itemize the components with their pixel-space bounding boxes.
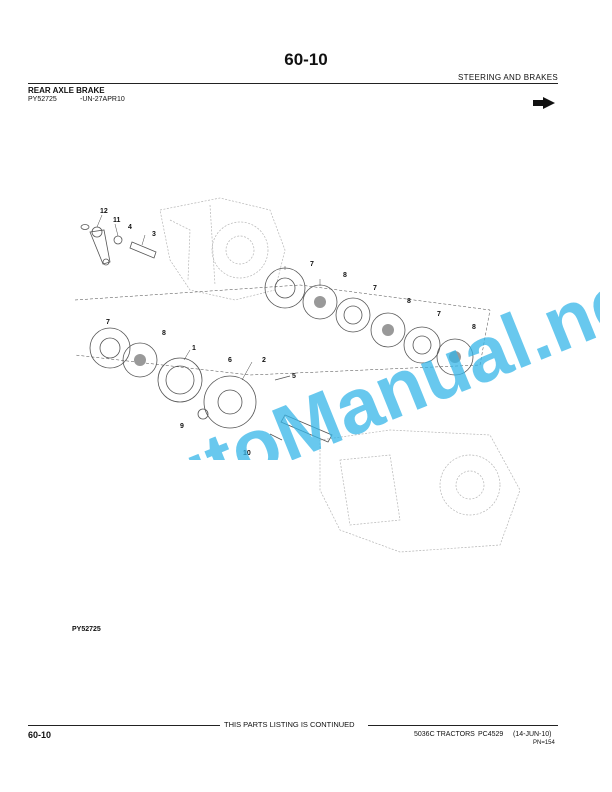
axle-shaft	[280, 414, 333, 443]
ring-9	[197, 408, 209, 420]
figure-heading: REAR AXLE BRAKE	[28, 86, 105, 95]
continued-rule-right	[368, 725, 558, 726]
separator-plate-7d	[89, 327, 131, 369]
callout-2: 2	[262, 357, 266, 364]
callout-8d: 8	[162, 330, 166, 337]
header-rule	[28, 83, 558, 84]
callout-12: 12	[100, 208, 108, 215]
footer-date: (14-JUN-10)	[513, 731, 552, 738]
washer-12	[80, 224, 90, 230]
right-pointing-hand-arrow-icon	[533, 97, 555, 109]
friction-disc-8b	[370, 312, 406, 348]
callout-7a: 7	[310, 261, 314, 268]
brake-actuator-1	[157, 357, 203, 403]
continued-notice: THIS PARTS LISTING IS CONTINUED	[224, 720, 355, 729]
callout-5: 5	[292, 373, 296, 380]
callout-8b: 8	[407, 298, 411, 305]
callout-8c: 8	[472, 324, 476, 331]
callout-7b: 7	[373, 285, 377, 292]
callout-6: 6	[228, 357, 232, 364]
pin-5	[274, 375, 291, 381]
callout-10: 10	[243, 450, 251, 457]
separator-plate-7b	[335, 297, 371, 333]
lower-housing	[319, 429, 521, 553]
friction-disc-8c	[436, 338, 474, 376]
callout-8a: 8	[343, 272, 347, 279]
page-number: 60-10	[284, 50, 328, 69]
figure-ref: PY52725	[28, 96, 57, 103]
figure-date: -UN-27APR10	[80, 96, 125, 103]
friction-disc-8a	[302, 284, 338, 320]
bolt-10	[269, 433, 283, 441]
footer-pc: PC4529	[478, 731, 504, 738]
callout-1: 1	[192, 345, 196, 352]
continued-rule-left	[28, 725, 220, 726]
callout-4: 4	[128, 224, 132, 231]
seal-4	[113, 235, 123, 245]
actuator-lever	[89, 226, 111, 266]
callout-11: 11	[113, 217, 121, 224]
upper-housing	[159, 197, 286, 301]
shaft-3	[129, 241, 157, 259]
footer-page-number: 60-10	[28, 730, 52, 740]
separator-plate-7c	[403, 326, 441, 364]
callout-7d: 7	[106, 319, 110, 326]
footer-pn: PN=154	[533, 740, 555, 746]
callout-9: 9	[180, 423, 184, 430]
footer-model: 5036C TRACTORS	[414, 731, 475, 738]
friction-disc-8d	[122, 342, 158, 378]
brake-housing-6	[203, 375, 257, 429]
callout-3: 3	[152, 231, 156, 238]
section-title: STEERING AND BRAKES	[458, 73, 558, 82]
callout-7c: 7	[437, 311, 441, 318]
exploded-brake-illustration: 12 11 4 3 7 8 7 8 7 8 7 8 1 2 6 5 9 10	[74, 197, 521, 553]
figure-caption-id: PY52725	[72, 626, 101, 633]
separator-plate-7a	[264, 267, 306, 309]
